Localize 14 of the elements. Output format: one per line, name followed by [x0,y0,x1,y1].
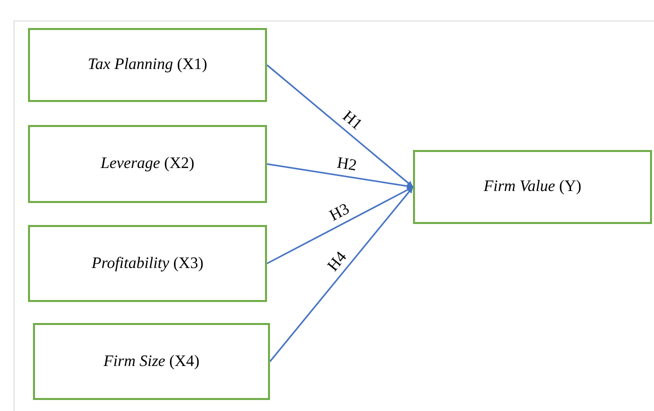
arrow [266,64,414,188]
variable-box [28,225,267,302]
variable-label: Firm Value (Y) [484,178,582,196]
variable-box [28,125,267,203]
arrow [269,186,414,362]
variable-label: Tax Planning (X1) [88,56,208,74]
arrow [266,163,414,190]
variable-box [33,323,270,400]
arrow [266,186,414,264]
variable-label: Firm Size (X4) [104,352,200,370]
variable-box [28,28,267,102]
variable-label: Leverage (X2) [100,155,194,173]
variable-label: Profitability (X3) [92,254,204,272]
variable-box [413,150,652,224]
